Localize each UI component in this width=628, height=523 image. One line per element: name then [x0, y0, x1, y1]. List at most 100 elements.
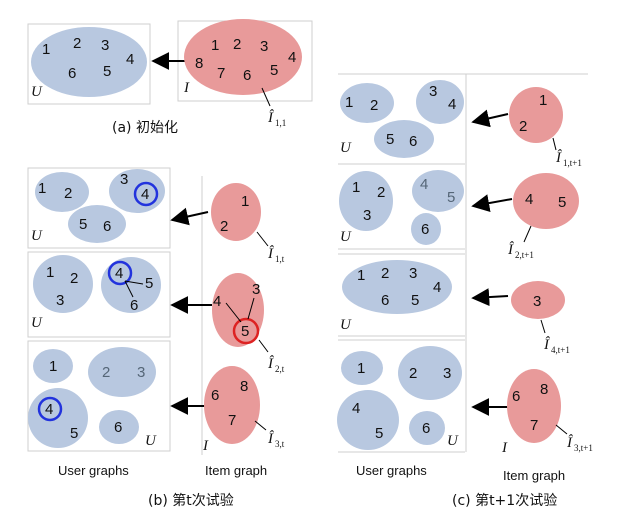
caption-b: (b) 第t次试验	[148, 492, 234, 509]
user-cluster	[411, 213, 441, 245]
user-cluster	[337, 390, 399, 450]
user-node: 3	[56, 292, 64, 309]
user-cluster	[109, 169, 165, 213]
item-cluster-label: Î	[507, 241, 514, 258]
item-cluster-label: Î	[543, 336, 550, 353]
panel-a-user-cluster	[31, 27, 147, 97]
user-graphs-label-c: User graphs	[356, 463, 427, 478]
user-node: 5	[70, 425, 78, 442]
item-node: 5	[270, 62, 278, 79]
item-set-label: I	[501, 440, 508, 456]
arrow	[471, 288, 509, 307]
caption-a: (a) 初始化	[112, 119, 178, 136]
item-node: 1	[539, 92, 547, 109]
item-node: 6	[243, 67, 251, 84]
user-node: 6	[422, 420, 430, 437]
item-node: 4	[288, 49, 296, 66]
user-node: 3	[443, 365, 451, 382]
item-node: 1	[241, 193, 249, 210]
user-cluster	[33, 255, 93, 313]
item-node: 2	[519, 118, 527, 135]
item-graph-label-b: Item graph	[205, 463, 267, 478]
user-node: 1	[357, 360, 365, 377]
user-cluster	[101, 257, 161, 313]
user-node: 1	[345, 94, 353, 111]
user-node: 3	[363, 207, 371, 224]
user-cluster	[33, 349, 73, 383]
panel-b-row3-frame	[27, 340, 171, 452]
item-node: 3	[252, 281, 260, 298]
item-cluster-label: Î	[555, 149, 562, 166]
item-cluster-label: Î	[267, 109, 274, 126]
panel-b-row1-frame	[27, 167, 171, 249]
pointer-line	[555, 424, 568, 435]
item-node: 8	[240, 378, 248, 395]
item-node: 5	[241, 323, 249, 340]
user-cluster	[416, 80, 464, 124]
user-node: 2	[73, 35, 81, 52]
user-set-label: U	[340, 229, 352, 245]
user-node: 1	[357, 267, 365, 284]
user-graphs-label-b: User graphs	[58, 463, 129, 478]
user-cluster	[341, 351, 383, 385]
user-node: 3	[120, 171, 128, 188]
item-node: 7	[217, 65, 225, 82]
user-node: 6	[130, 297, 138, 314]
panel-c: 1 2 3 4 5 6 U 1 2 Î 1,t+1 1 2 3 4 5 6 U …	[337, 73, 593, 509]
item-cluster-label: Î	[267, 430, 274, 447]
pointer-line	[261, 87, 271, 107]
user-node: 2	[409, 365, 417, 382]
item-cluster	[509, 87, 563, 143]
highlight-circle-blue	[107, 260, 133, 286]
user-node: 1	[46, 264, 54, 281]
highlight-circle-blue	[133, 181, 159, 207]
user-node: 2	[102, 364, 110, 381]
user-node: 1	[49, 358, 57, 375]
user-set-label: U	[31, 315, 43, 331]
item-cluster	[511, 281, 565, 319]
user-node: 5	[145, 275, 153, 292]
user-node: 4	[126, 51, 134, 68]
item-node: 8	[540, 381, 548, 398]
user-node: 3	[137, 364, 145, 381]
item-node: 4	[213, 293, 221, 310]
item-node: 5	[558, 194, 566, 211]
user-node: 6	[68, 65, 76, 82]
pointer-line	[256, 231, 269, 247]
item-graph-label-c: Item graph	[503, 468, 565, 483]
item-cluster	[211, 183, 261, 241]
user-cluster	[35, 172, 89, 212]
item-node: 2	[233, 36, 241, 53]
edge	[225, 302, 242, 323]
pointer-line	[523, 225, 532, 243]
user-node: 2	[377, 184, 385, 201]
user-node: 6	[114, 419, 122, 436]
user-cluster	[342, 260, 452, 314]
user-node: 4	[433, 279, 441, 296]
arrow	[471, 109, 509, 128]
user-node: 1	[38, 180, 46, 197]
item-cluster-subscript: 3,t	[275, 439, 285, 449]
item-cluster-label: Î	[566, 434, 573, 451]
edge	[124, 280, 144, 285]
user-set-label: U	[447, 433, 459, 449]
user-cluster	[398, 346, 462, 400]
item-cluster-subscript: 1,t+1	[563, 158, 582, 168]
user-cluster	[409, 411, 445, 445]
item-cluster	[204, 366, 260, 444]
item-node: 2	[220, 218, 228, 235]
user-node: 4	[448, 96, 456, 113]
item-node: 3	[260, 38, 268, 55]
user-node: 2	[370, 97, 378, 114]
user-node: 6	[381, 292, 389, 309]
pointer-line	[552, 137, 557, 151]
arrow	[471, 194, 513, 212]
user-set-label: U	[340, 140, 352, 156]
item-node: 1	[211, 37, 219, 54]
user-node: 6	[421, 221, 429, 238]
item-node: 3	[533, 293, 541, 310]
edge	[124, 280, 134, 298]
item-cluster-label: Î	[267, 355, 274, 372]
panel-b-row2-frame	[27, 251, 171, 338]
